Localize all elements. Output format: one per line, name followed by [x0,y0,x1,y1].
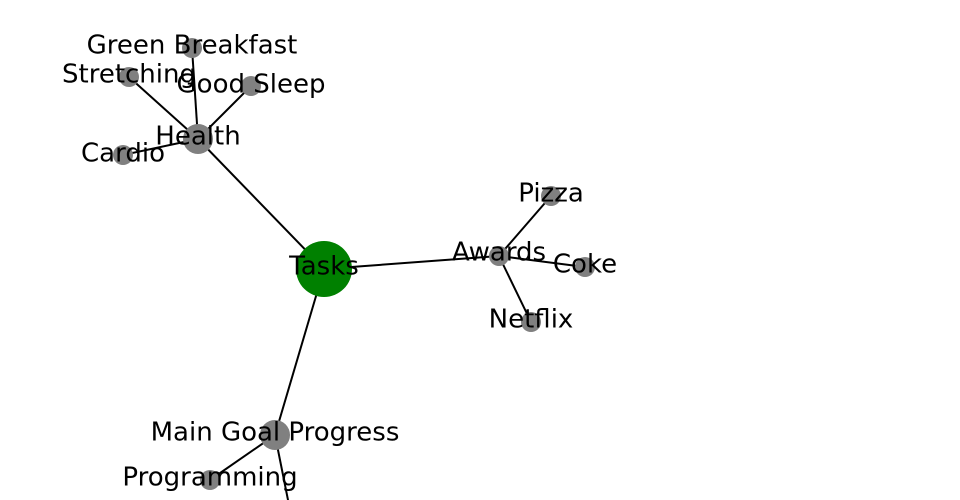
node-label-main-goal-progress: Main Goal Progress [151,418,400,448]
node-label-green-breakfast: Green Breakfast [87,31,298,61]
graph-labels: Tasks Health Green BreakfastStretchingGood… [62,31,617,493]
edge-health-to-stretching [128,76,199,140]
node-label-good-sleep: Good Sleep [177,70,326,100]
node-coke[interactable] [575,257,595,277]
node-good-sleep[interactable] [241,76,261,96]
node-label-awards: Awards [452,238,546,268]
node-programming[interactable] [200,470,220,490]
node-label-netflix: Netflix [489,305,574,335]
node-label-health: Health [155,122,240,152]
node-health[interactable] [183,124,213,154]
edge-awards-to-coke [498,255,586,268]
node-stretching[interactable] [119,67,139,87]
node-label-stretching: Stretching [62,60,196,90]
node-cardio[interactable] [113,145,133,165]
edge-tasks-to-health [197,138,325,270]
node-netflix[interactable] [521,312,541,332]
node-label-tasks: Tasks [288,252,359,282]
node-awards[interactable] [489,246,509,266]
edge-tasks-to-main-goal-progress [274,268,325,436]
node-label-programming: Programming [122,463,297,493]
graph-nodes [113,38,595,490]
node-label-pizza: Pizza [518,179,584,209]
node-tasks[interactable] [296,241,352,297]
node-pizza[interactable] [541,186,561,206]
node-label-coke: Coke [553,250,617,280]
edge-awards-to-pizza [498,195,552,257]
edge-health-to-green-breakfast [191,47,199,140]
edge-tasks-to-awards [323,255,500,270]
node-green-breakfast[interactable] [182,38,202,58]
node-label-cardio: Cardio [81,139,165,169]
edge-awards-to-netflix [498,255,532,323]
node-main-goal-progress[interactable] [260,420,290,450]
